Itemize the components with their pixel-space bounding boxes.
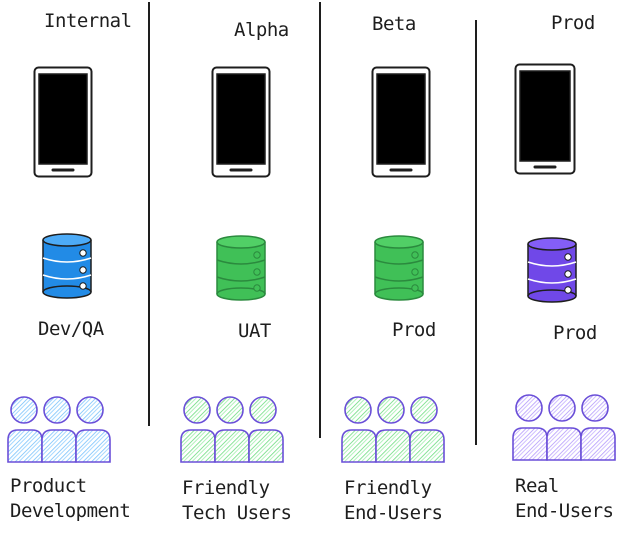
phone-icon bbox=[371, 66, 431, 178]
audience-line-1: Friendly bbox=[344, 477, 432, 499]
users-group-icon bbox=[341, 396, 445, 463]
column-divider-3 bbox=[475, 20, 477, 445]
environment-label-prod: Prod bbox=[553, 322, 597, 344]
column-divider-1 bbox=[148, 2, 150, 426]
phone-icon bbox=[514, 63, 576, 175]
audience-line-2: End-Users bbox=[515, 500, 614, 522]
stage-label-alpha: Alpha bbox=[234, 19, 289, 41]
database-icon bbox=[527, 237, 577, 303]
users-group-icon bbox=[7, 396, 111, 463]
column-divider-2 bbox=[319, 2, 321, 438]
environment-label-beta: Prod bbox=[392, 319, 436, 341]
users-group-icon bbox=[180, 396, 284, 463]
audience-label-alpha: Friendly Tech Users bbox=[182, 476, 292, 526]
stage-label-prod: Prod bbox=[551, 12, 595, 34]
stage-label-internal: Internal bbox=[44, 10, 132, 32]
phone-icon bbox=[211, 66, 271, 178]
audience-label-prod: Real End-Users bbox=[515, 474, 614, 524]
audience-line-1: Real bbox=[515, 475, 559, 497]
audience-line-1: Friendly bbox=[182, 477, 270, 499]
stage-label-beta: Beta bbox=[372, 13, 416, 35]
audience-label-beta: Friendly End-Users bbox=[344, 476, 443, 526]
database-icon bbox=[42, 233, 92, 299]
environment-label-internal: Dev/QA bbox=[38, 318, 104, 340]
database-icon bbox=[216, 235, 266, 301]
audience-line-2: Tech Users bbox=[182, 502, 292, 524]
audience-line-1: Product bbox=[10, 475, 87, 497]
phone-icon bbox=[33, 66, 93, 178]
audience-line-2: Development bbox=[10, 500, 131, 522]
environment-label-alpha: UAT bbox=[238, 320, 271, 342]
users-group-icon bbox=[512, 394, 616, 461]
audience-label-internal: Product Development bbox=[10, 474, 131, 524]
audience-line-2: End-Users bbox=[344, 502, 443, 524]
database-icon bbox=[374, 235, 424, 301]
